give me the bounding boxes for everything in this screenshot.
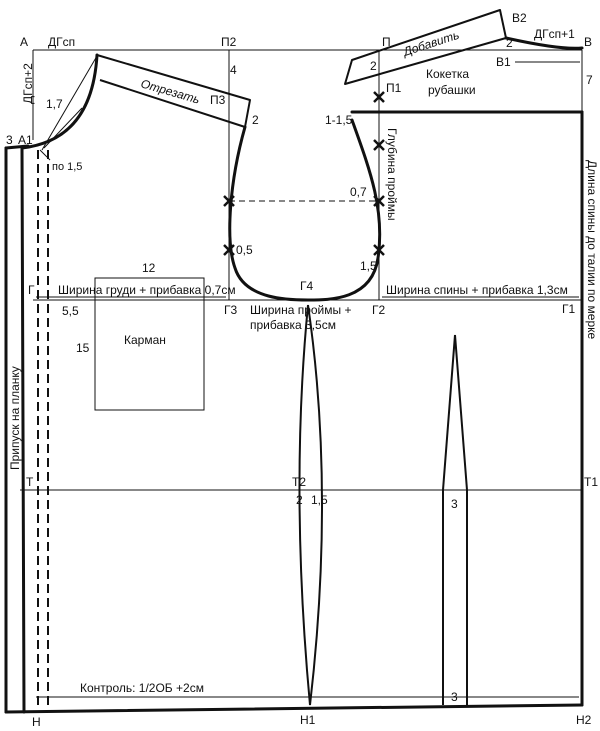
placket-label: Припуск на планку — [8, 366, 22, 470]
label-N1: Н1 — [300, 713, 316, 727]
mark-5 — [223, 195, 235, 207]
label-A: А — [20, 35, 28, 49]
label-G4: Г4 — [300, 279, 313, 293]
pocket-label: Карман — [124, 333, 166, 347]
mark-4 — [373, 244, 385, 256]
value-dgsp1: ДГсп+1 — [534, 27, 575, 41]
label-G3: Г3 — [224, 303, 237, 317]
mark-3 — [373, 195, 385, 207]
value-3-back-dart: 3 — [451, 497, 458, 511]
placket-inner — [20, 146, 26, 714]
label-P1: П1 — [386, 81, 402, 95]
value-2-yoke-left: 2 — [370, 59, 377, 73]
yoke-label-2: рубашки — [428, 83, 476, 97]
label-N2: Н2 — [576, 713, 592, 727]
back-yoke-top — [344, 9, 507, 85]
by15-pointer — [39, 149, 51, 161]
label-T1: Т1 — [584, 475, 598, 489]
value-3-bottom: 3 — [451, 690, 458, 704]
mark-2 — [373, 139, 385, 151]
label-P3: П3 — [210, 93, 226, 107]
control-label: Контроль: 1/2ОБ +2см — [80, 681, 204, 695]
descriptive-labels: Отрезать Добавить Кокетка рубашки ДГсп+2… — [8, 28, 599, 695]
yoke-label-1: Кокетка — [426, 67, 469, 81]
value-1-1-5: 1-1,5 — [325, 113, 353, 127]
value-2-shoulder: 2 — [252, 113, 259, 127]
back-length-label: Длина спины до талии по мерке — [585, 160, 599, 340]
back-neckline — [504, 36, 584, 50]
value-12: 12 — [142, 261, 156, 275]
value-7: 7 — [586, 73, 593, 87]
label-B1: В1 — [496, 55, 511, 69]
cross-marks — [223, 91, 385, 256]
value-0-7: 0,7 — [350, 185, 367, 199]
hem-line — [4, 703, 584, 714]
label-T: Т — [26, 475, 34, 489]
label-3: 3 — [6, 133, 13, 147]
value-15: 15 — [76, 341, 90, 355]
point-labels: А А1 3 П2 П В В2 В1 П1 П3 Г Г1 Г2 Г3 Г4 … — [6, 11, 598, 729]
value-0-5: 0,5 — [236, 243, 253, 257]
label-B: В — [584, 35, 592, 49]
armhole-curve — [228, 118, 382, 302]
outline — [4, 9, 584, 714]
label-T2: Т2 — [292, 475, 306, 489]
front-neckline — [20, 53, 99, 150]
neck-diagonal — [41, 55, 98, 151]
label-G: Г — [28, 283, 35, 297]
value-5-5: 5,5 — [62, 304, 79, 318]
measurements: ДГсп ДГсп+1 1,7 4 2 2 2 7 1-1,5 0,7 0,5 … — [46, 27, 593, 704]
front-dart — [298, 304, 324, 706]
value-1-5-dart: 1,5 — [311, 493, 328, 507]
back-width-label: Ширина спины + прибавка 1,3см — [386, 283, 568, 297]
label-B2: В2 — [512, 11, 527, 25]
label-P: П — [382, 35, 391, 49]
value-2-dart: 2 — [296, 493, 303, 507]
armhole-width-label-1: Ширина проймы + — [250, 303, 351, 317]
construction-lines — [20, 49, 583, 705]
label-G1: Г1 — [562, 302, 575, 316]
label-A1: А1 — [18, 133, 33, 147]
add-label: Добавить — [400, 28, 461, 60]
dgsp2-label: ДГсп+2 — [21, 63, 35, 104]
pocket-rect — [94, 277, 205, 411]
value-1-7: 1,7 — [46, 97, 63, 111]
chest-width-label: Ширина груди + прибавка 0,7см — [58, 283, 236, 297]
value-2-yoke-right: 2 — [506, 36, 513, 50]
front-shoulder-strip — [96, 54, 251, 128]
value-dgsp-top: ДГсп — [48, 35, 75, 49]
placket-top — [4, 144, 30, 150]
mark-p1 — [373, 91, 385, 103]
mark-6 — [223, 244, 235, 256]
label-G2: Г2 — [372, 303, 385, 317]
back-dart — [442, 334, 468, 705]
armhole-width-label-2: прибавка 3,5см — [250, 318, 336, 332]
value-1-5-armhole: 1,5 — [360, 259, 377, 273]
armhole-depth-label: Глубина проймы — [385, 128, 399, 221]
value-by-1-5: по 1,5 — [52, 161, 82, 173]
label-N: Н — [32, 715, 41, 729]
label-P2: П2 — [221, 35, 237, 49]
value-4: 4 — [230, 63, 237, 77]
dimension-lines — [36, 61, 580, 698]
